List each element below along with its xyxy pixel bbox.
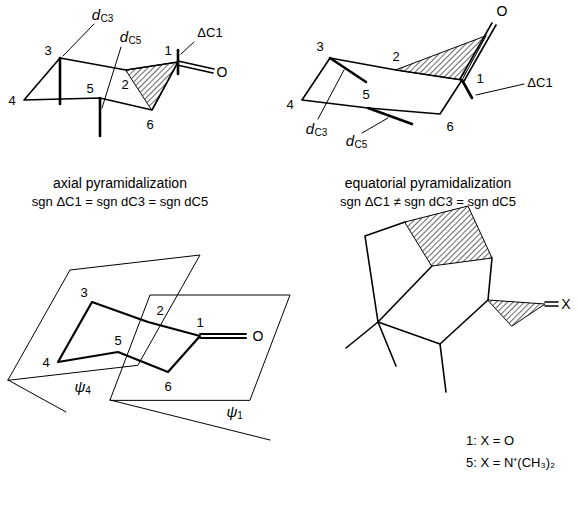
atom-number: 1 [196,316,203,329]
leader-line [476,84,524,95]
cyclohexanone-ring [302,58,462,114]
atom-label: O [497,4,508,18]
compound-label: 1: X = O [466,434,514,447]
carbonyl-bond [177,65,213,73]
distance-symbol: d [306,121,314,136]
carbonyl-bond [178,61,214,69]
subscript: C5 [129,36,142,46]
subscript: C3 [101,14,114,24]
hatched-plane [488,300,545,326]
mean-plane [110,295,290,400]
atom-label: O [217,65,228,79]
atom-number: 5 [114,334,121,347]
atom-number: 3 [316,40,323,53]
atom-number: 6 [446,120,453,133]
pyramidalization-label: ΔC1 [527,76,552,89]
subscript: C3 [315,128,328,138]
atom-number: 2 [121,78,128,91]
leader-line [181,42,194,54]
caption: equatorial pyramidalization [345,176,512,190]
compound-label: 5: X = N⁺(CH₃)₂ [466,456,555,469]
distance-symbol: d [120,29,128,44]
subscript: 4 [85,386,91,396]
atom-number: 1 [164,44,171,57]
atom-number: 6 [164,380,171,393]
reference-line [8,380,66,412]
atom-number: 4 [42,356,49,369]
subscript: C5 [355,140,368,150]
displacement-vector [59,58,62,104]
sign-relation: sgn ΔC1 ≠ sgn dC3 = sgn dC5 [340,195,516,208]
atom-number: 6 [146,118,153,131]
atom-number: 2 [156,304,163,317]
carbonyl-bond [200,337,246,339]
distance-symbol: d [92,7,100,22]
distance-symbol: d [346,133,354,148]
subscript: 1 [237,411,243,421]
reference-line [110,400,270,440]
atom-number: 1 [476,72,483,85]
carbonyl-bond [460,23,492,79]
sign-relation: sgn ΔC1 = sgn dC3 = sgn dC5 [32,195,208,208]
displacement-vector [99,98,102,136]
molecule-skeleton [378,266,432,322]
atom-number: 2 [392,50,399,63]
atom-number: 5 [86,82,93,95]
methyl-bond [346,322,378,348]
angle-symbol: ψ [227,404,238,419]
atom-label: X [561,297,570,311]
hatched-plane [405,206,492,266]
atom-number: 4 [8,94,15,107]
methyl-bond [440,344,446,392]
methyl-bond [378,322,396,366]
mean-plane [8,255,200,380]
displacement-vector [177,50,180,74]
leader-line [63,24,94,56]
atom-number: 3 [80,286,87,299]
atom-label: O [253,329,264,343]
leader-line [318,70,344,119]
molecule-skeleton [365,222,492,344]
pyramidalization-label: ΔC1 [197,26,222,39]
cyclohexanone-ring [58,302,200,372]
displacement-vector [368,108,412,124]
double-bond [545,301,558,303]
caption: axial pyramidalization [53,176,187,190]
angle-symbol: ψ [75,379,86,394]
leader-line [102,47,121,108]
atom-number: 5 [362,88,369,101]
displacement-vector [462,80,472,98]
double-bond [545,305,558,307]
atom-number: 3 [44,44,51,57]
carbonyl-bond [200,333,246,335]
atom-number: 4 [286,98,293,111]
leader-line [362,118,388,133]
displacement-vector [330,58,366,82]
